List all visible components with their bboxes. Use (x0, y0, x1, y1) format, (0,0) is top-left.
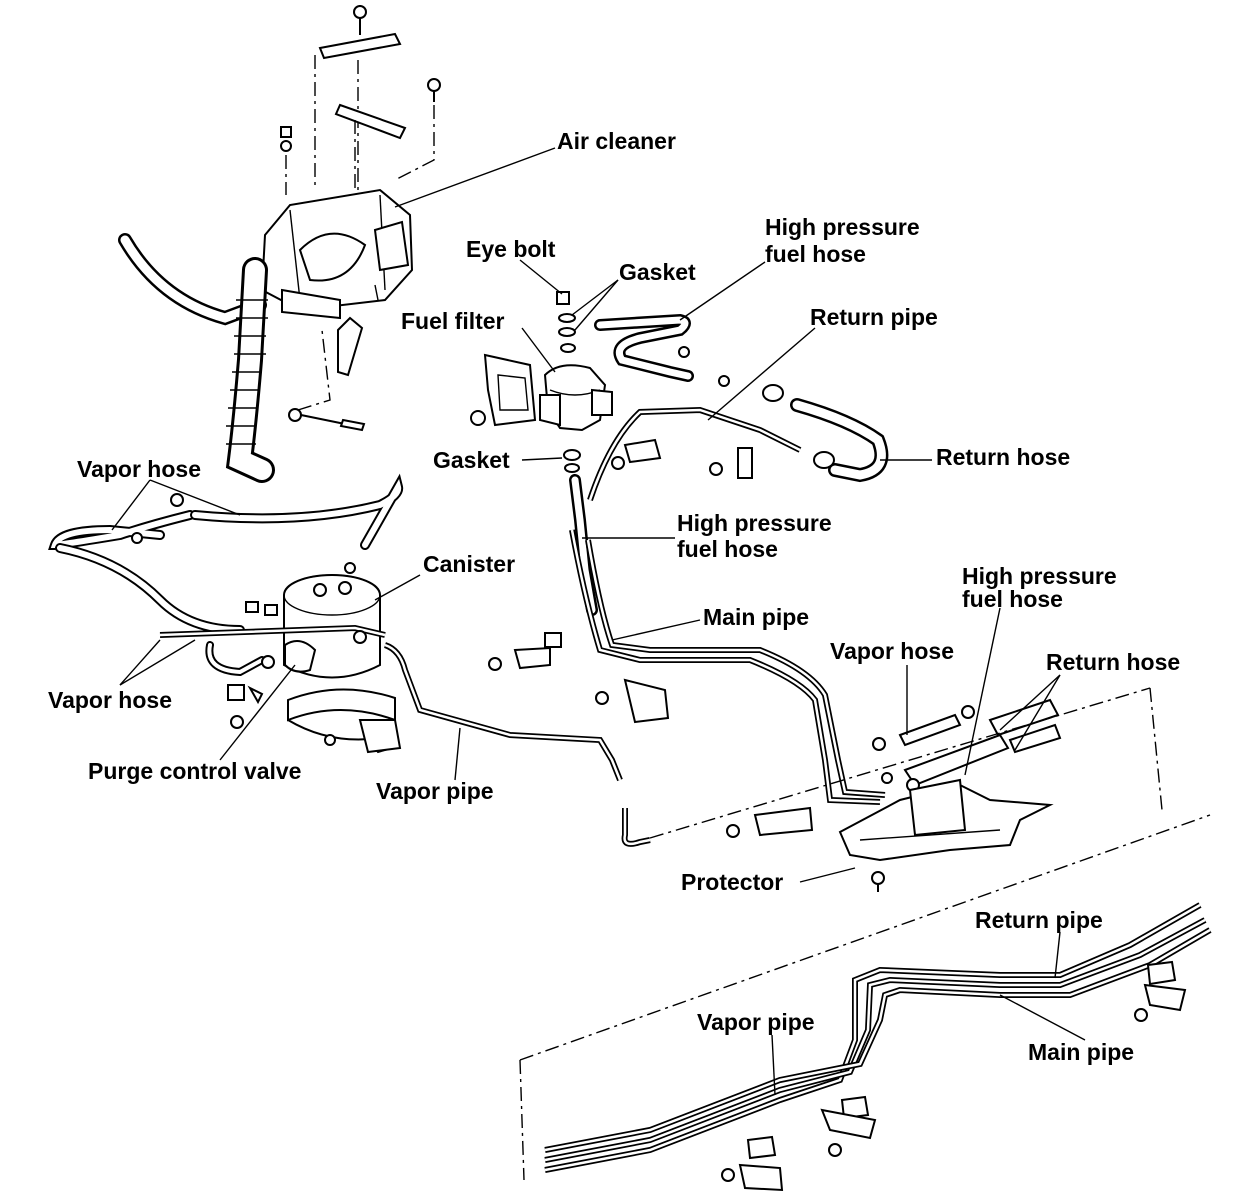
label-purge-control-valve: Purge control valve (88, 758, 301, 784)
label-eye-bolt: Eye bolt (466, 236, 556, 262)
label-return-pipe-top: Return pipe (810, 304, 938, 330)
label-vapor-hose-left-top: Vapor hose (77, 456, 201, 482)
canister-assembly (48, 473, 651, 847)
label-return-pipe-bottom: Return pipe (975, 907, 1103, 933)
label-canister: Canister (423, 551, 515, 577)
bottom-pipe-bundle (544, 902, 1212, 1192)
air-cleaner-assembly (118, 5, 441, 483)
callout-labels: Air cleaner Eye bolt Gasket Fuel filter … (48, 128, 1180, 1065)
dash-dot-guides (519, 687, 1211, 1181)
label-return-hose-top: Return hose (936, 444, 1070, 470)
label-vapor-hose-left-bottom: Vapor hose (48, 687, 172, 713)
main-pipe-middle (488, 529, 886, 838)
label-vapor-pipe-mid: Vapor pipe (376, 778, 494, 804)
label-vapor-hose-right: Vapor hose (830, 638, 954, 664)
label-high-pressure-fuel-hose-right-2: fuel hose (962, 586, 1063, 612)
label-high-pressure-fuel-hose-mid-1: High pressure (677, 510, 832, 536)
label-main-pipe-bottom: Main pipe (1028, 1039, 1134, 1065)
label-main-pipe-mid: Main pipe (703, 604, 809, 630)
label-high-pressure-fuel-hose-right-1: High pressure (962, 563, 1117, 589)
return-line-top (587, 384, 889, 501)
right-connection-cluster (838, 698, 1062, 892)
label-air-cleaner: Air cleaner (557, 128, 676, 154)
fuel-filter-assembly (470, 291, 753, 616)
label-protector: Protector (681, 869, 783, 895)
label-vapor-pipe-bottom: Vapor pipe (697, 1009, 815, 1035)
label-high-pressure-fuel-hose-top-1: High pressure (765, 214, 920, 240)
label-return-hose-right: Return hose (1046, 649, 1180, 675)
label-high-pressure-fuel-hose-mid-2: fuel hose (677, 536, 778, 562)
label-gasket-bottom: Gasket (433, 447, 510, 473)
leader-lines (111, 147, 1086, 1096)
label-gasket-top: Gasket (619, 259, 696, 285)
label-high-pressure-fuel-hose-top-2: fuel hose (765, 241, 866, 267)
label-fuel-filter: Fuel filter (401, 308, 505, 334)
